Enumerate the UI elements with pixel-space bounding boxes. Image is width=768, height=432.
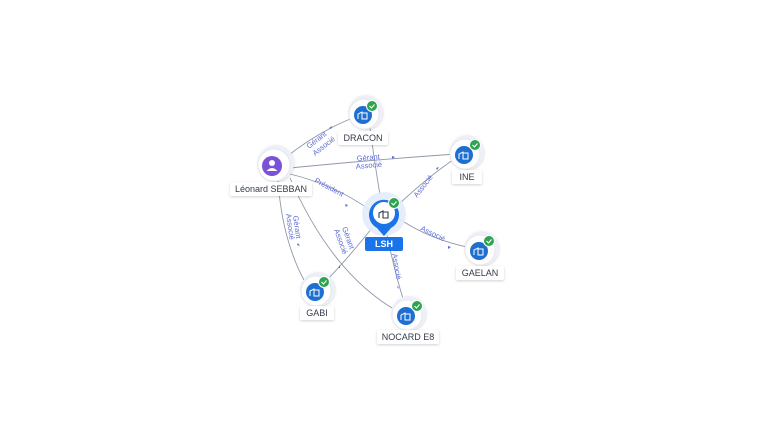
check-badge-icon (469, 139, 481, 151)
node-label-gabi: GABI (306, 308, 328, 318)
edge-label-person-gabi-1: Gérant (291, 215, 303, 240)
edge-label-person-ine-2: Associé (355, 160, 382, 171)
node-label-lsh: LSH (375, 239, 393, 249)
edge-label-lsh-ine: Associé (411, 173, 434, 199)
edge-person-ine[interactable] (289, 153, 457, 169)
node-person[interactable]: Léonard SEBBAN (230, 145, 312, 196)
check-badge-icon (366, 100, 378, 112)
edge-label-person-lsh: Président (313, 176, 346, 199)
node-gabi[interactable]: GABI (300, 272, 335, 320)
node-label-dracon: DRACON (343, 133, 382, 143)
check-badge-icon (388, 197, 400, 209)
edge-label-person-ine-1: Gérant (356, 152, 381, 163)
edge-arrows (297, 126, 451, 289)
edge-lsh-gaelan[interactable] (397, 217, 473, 249)
building-icon (378, 210, 389, 219)
node-label-person: Léonard SEBBAN (235, 184, 307, 194)
node-gaelan[interactable]: GAELAN (456, 231, 504, 280)
node-label-nocard: NOCARD E8 (382, 332, 435, 342)
check-badge-icon (318, 276, 330, 288)
edge-person-nocard[interactable] (289, 177, 393, 309)
edge-label-person-gabi-2: Associé (284, 213, 297, 240)
node-dracon[interactable]: DRACON (338, 95, 388, 145)
node-lsh[interactable]: LSH (362, 192, 406, 251)
node-label-gaelan: GAELAN (462, 268, 499, 278)
check-badge-icon (483, 235, 495, 247)
edge-label-lsh-nocard: Associé (390, 253, 403, 280)
node-label-ine: INE (459, 172, 474, 182)
check-badge-icon (411, 300, 423, 312)
edge-label-lsh-gaelan: Associé (419, 224, 447, 244)
node-nocard[interactable]: NOCARD E8 (377, 296, 439, 344)
edge-person-lsh[interactable] (289, 173, 371, 211)
node-ine[interactable]: INE (449, 135, 484, 184)
edge-lsh-ine[interactable] (397, 157, 457, 206)
